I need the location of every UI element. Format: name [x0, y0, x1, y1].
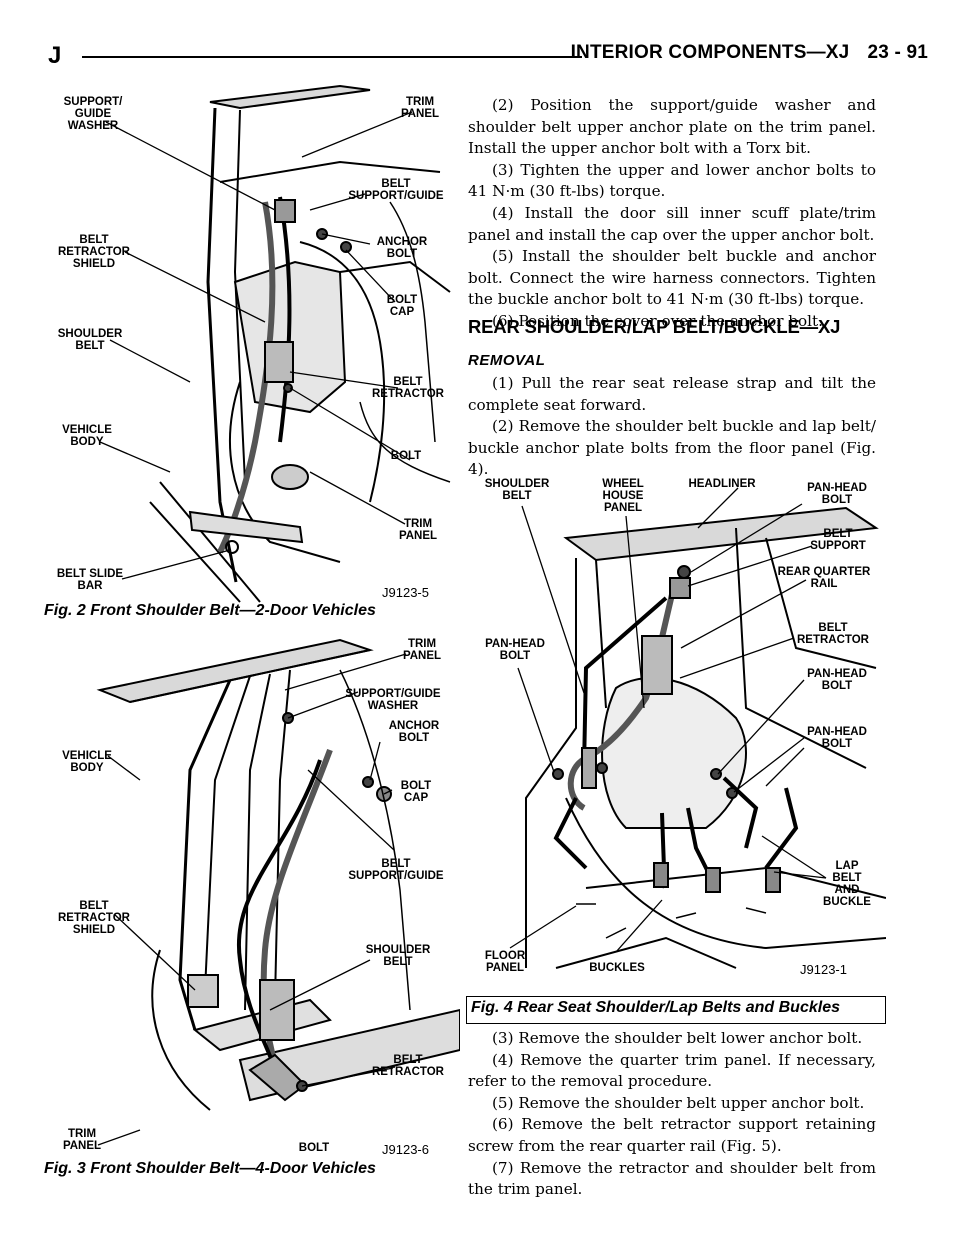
- removal-step-4: (4) Remove the quarter trim panel. If ne…: [468, 1050, 876, 1091]
- fig2-label-belt-slide-bar: BELT SLIDE BAR: [56, 568, 124, 592]
- fig4-label-pan-head-bolt-1: PAN-HEAD BOLT: [807, 482, 867, 506]
- fig3-label-vehicle-body: VEHICLE BODY: [62, 750, 112, 774]
- fig2-label-belt-support-guide: BELT SUPPORT/GUIDE: [348, 178, 444, 202]
- removal-step-2: (2) Remove the shoulder belt buckle and …: [468, 417, 876, 479]
- removal-subheading: REMOVAL: [468, 352, 546, 369]
- removal-step-3: (3) Remove the shoulder belt lower ancho…: [492, 1029, 863, 1047]
- fig4-label-headliner: HEADLINER: [688, 478, 756, 490]
- fig3-label-bolt-cap: BOLT CAP: [400, 780, 432, 804]
- fig4-caption-box: Fig. 4 Rear Seat Shoulder/Lap Belts and …: [466, 996, 886, 1024]
- removal-steps-a: (1) Pull the rear seat release strap and…: [468, 373, 876, 481]
- figure-3: TRIM PANEL SUPPORT/GUIDE WASHER VEHICLE …: [40, 630, 460, 1180]
- fig3-label-belt-support-guide: BELT SUPPORT/GUIDE: [348, 858, 444, 882]
- header-rule: [82, 56, 582, 58]
- header-title: INTERIOR COMPONENTS—XJ: [570, 42, 850, 63]
- fig3-label-shoulder-belt: SHOULDER BELT: [365, 944, 431, 968]
- fig3-illustration: [96, 638, 460, 1146]
- fig3-label-belt-retractor-shield: BELT RETRACTOR SHIELD: [58, 900, 130, 936]
- removal-step-7: (7) Remove the retractor and shoulder be…: [468, 1158, 876, 1199]
- fig4-label-pan-head-bolt-left: PAN-HEAD BOLT: [485, 638, 545, 662]
- fig4-label-shoulder-belt: SHOULDER BELT: [484, 478, 550, 502]
- fig2-label-support-guide-washer: SUPPORT/ GUIDE WASHER: [63, 96, 123, 132]
- removal-step-5: (5) Remove the shoulder belt upper ancho…: [492, 1093, 865, 1112]
- fig4-label-lap-belt-and-buckle: LAP BELT AND BUCKLE: [823, 860, 871, 908]
- page-number: 23 - 91: [867, 42, 928, 63]
- fig3-figure-id: J9123-6: [382, 1142, 429, 1157]
- fig4-label-belt-support: BELT SUPPORT: [810, 528, 866, 552]
- fig3-label-bolt: BOLT: [298, 1142, 330, 1154]
- removal-steps-b: (3) Remove the shoulder belt lower ancho…: [468, 1028, 876, 1201]
- step-5-install: (5) Install the shoulder belt buckle and…: [468, 247, 876, 309]
- fig2-label-anchor-bolt: ANCHOR BOLT: [376, 236, 428, 260]
- fig2-label-belt-retractor-shield: BELT RETRACTOR SHIELD: [58, 234, 130, 270]
- fig4-label-rear-quarter-rail: REAR QUARTER RAIL: [777, 566, 871, 590]
- fig4-label-floor-panel: FLOOR PANEL: [484, 950, 526, 974]
- fig3-label-anchor-bolt: ANCHOR BOLT: [388, 720, 440, 744]
- fig3-label-trim-panel-bottom: TRIM PANEL: [62, 1128, 102, 1152]
- removal-step-1: (1) Pull the rear seat release strap and…: [468, 374, 876, 414]
- fig2-label-trim-panel-bottom: TRIM PANEL: [398, 518, 438, 542]
- fig2-label-bolt-cap: BOLT CAP: [386, 294, 418, 318]
- fig3-label-belt-retractor: BELT RETRACTOR: [372, 1054, 444, 1078]
- fig2-illustration: [99, 84, 451, 603]
- fig3-caption: Fig. 3 Front Shoulder Belt—4-Door Vehicl…: [44, 1160, 376, 1177]
- fig4-illustration: [509, 487, 886, 969]
- figure-4: SHOULDER BELT WHEEL HOUSE PANEL HEADLINE…: [466, 468, 886, 998]
- fig2-label-trim-panel-top: TRIM PANEL: [400, 96, 440, 120]
- fig4-label-wheel-house-panel: WHEEL HOUSE PANEL: [602, 478, 644, 514]
- step-3-install: (3) Tighten the upper and lower anchor b…: [468, 160, 876, 201]
- removal-step-6: (6) Remove the belt retractor support re…: [468, 1115, 876, 1155]
- fig2-label-bolt: BOLT: [390, 450, 422, 462]
- fig2-figure-id: J9123-5: [382, 585, 429, 600]
- fig4-label-pan-head-bolt-3: PAN-HEAD BOLT: [807, 726, 867, 750]
- fig3-label-trim-panel-top: TRIM PANEL: [402, 638, 442, 662]
- fig4-label-buckles: BUCKLES: [589, 962, 645, 974]
- step-4-install: (4) Install the door sill inner scuff pl…: [468, 203, 876, 244]
- page-header: J INTERIOR COMPONENTS—XJ 23 - 91: [48, 42, 928, 72]
- fig2-label-vehicle-body: VEHICLE BODY: [62, 424, 112, 448]
- step-6-install: (6) Position the cover over the anchor b…: [492, 311, 823, 330]
- section-letter: J: [48, 42, 62, 69]
- section-title: REAR SHOULDER/LAP BELT/BUCKLE—XJ: [468, 316, 841, 337]
- fig4-label-pan-head-bolt-2: PAN-HEAD BOLT: [807, 668, 867, 692]
- fig4-label-belt-retractor: BELT RETRACTOR: [797, 622, 869, 646]
- header-title-group: INTERIOR COMPONENTS—XJ 23 - 91: [571, 42, 928, 64]
- fig2-label-shoulder-belt: SHOULDER BELT: [57, 328, 123, 352]
- fig4-caption: Fig. 4 Rear Seat Shoulder/Lap Belts and …: [471, 999, 840, 1016]
- figure-2: SUPPORT/ GUIDE WASHER TRIM PANEL BELT SU…: [40, 82, 460, 622]
- fig3-label-support-guide-washer: SUPPORT/GUIDE WASHER: [345, 688, 441, 712]
- fig2-caption: Fig. 2 Front Shoulder Belt—2-Door Vehicl…: [44, 602, 376, 619]
- step-2-install: (2) Position the support/guide washer an…: [468, 96, 876, 158]
- intro-steps: (2) Position the support/guide washer an…: [468, 95, 876, 333]
- fig2-label-belt-retractor: BELT RETRACTOR: [372, 376, 444, 400]
- fig4-figure-id: J9123-1: [800, 962, 847, 977]
